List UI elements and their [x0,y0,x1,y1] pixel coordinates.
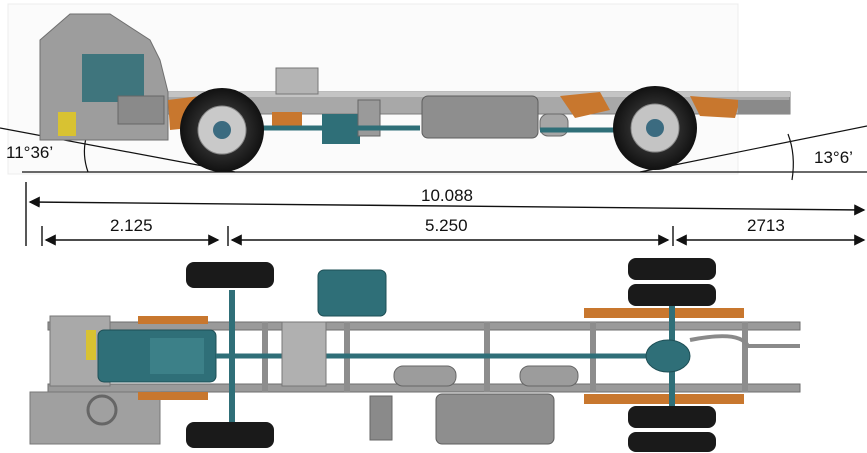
rear-spring-bracket-rear [690,96,740,118]
air-tank-top-2 [519,365,579,387]
rear-tire-right-outer [628,432,716,452]
yellow-component-top [86,330,96,360]
approach-angle-line [0,127,236,173]
front-tire-left [186,262,274,288]
front-tire-right [186,422,274,448]
rear-crossmember [738,100,790,114]
aftertreatment-top [317,269,387,317]
front-spring-left [138,316,208,324]
overall-length-line [28,196,866,216]
transmission-housing [117,95,165,125]
rear-overhang-label: 2713 [747,216,785,235]
crossmember-5 [742,322,748,392]
front-overhang-label: 2.125 [110,216,153,235]
battery-box-top [281,321,327,387]
fuel-tank-top [435,393,555,445]
air-tank-top-1 [393,365,457,387]
front-spring-right [138,392,208,400]
rear-tire-right-inner [628,406,716,428]
fuel-tank [421,95,539,139]
engine-block-side [82,54,144,102]
departure-angle-line [639,125,867,173]
rear-tire-left-outer [628,258,716,280]
differential-top [645,339,691,373]
yellow-component [58,112,76,136]
rear-tire-left-inner [628,284,716,306]
departure-angle-label: 13°6’ [814,148,853,167]
rear-spring-bracket-front [560,92,610,118]
approach-angle-label: 11°36’ [6,143,54,162]
top-view [29,258,801,452]
dimension-lines [25,182,866,246]
front-wheel-side [180,88,264,172]
rear-spring-left [584,308,744,318]
left-frame-rail [47,321,801,331]
cab-base-top [29,391,161,445]
transmission-top [150,338,204,374]
exhaust-pipe-top [689,334,800,348]
air-tank-bracket [357,99,381,137]
departure-angle-arc [787,133,794,181]
approach-angle-arc [83,137,89,173]
wheelbase-label: 5.250 [425,216,468,235]
rear-spring-right [584,394,744,404]
step-bracket-top [369,395,393,441]
frame-rail-highlight [160,92,790,97]
battery-box [275,67,319,95]
rear-wheel-side [613,86,697,170]
overall-length-label: 10.088 [421,186,473,205]
side-view [0,3,867,181]
air-reservoir [539,113,569,137]
steering-wheel-top [86,394,118,426]
